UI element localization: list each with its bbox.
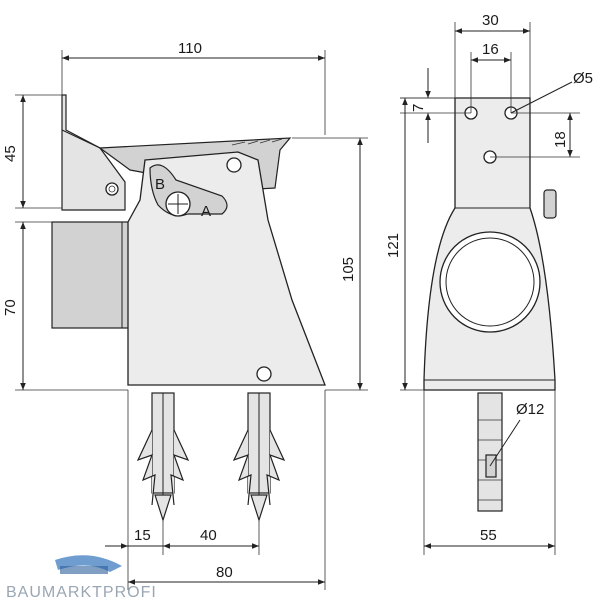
side-view: 30 16 Ø5 7 18 121 Ø12 55 (385, 12, 593, 555)
dim-front-height: 105 (340, 257, 357, 282)
label-a: A (201, 203, 211, 220)
dim-base-width: 80 (216, 564, 233, 581)
dim-side-outer: 30 (482, 12, 499, 29)
side-round-cover (439, 231, 541, 333)
dim-dowel-spacing: 40 (200, 527, 217, 544)
dim-front-upper: 45 (2, 145, 19, 162)
front-view: B A 110 45 70 (2, 40, 368, 590)
side-knob-stub (543, 189, 557, 219)
dim-dowel-offset: 15 (134, 527, 151, 544)
dim-front-lower: 70 (2, 299, 19, 316)
label-b: B (155, 176, 165, 193)
side-dowel (477, 392, 503, 512)
front-upper-hole (226, 157, 242, 173)
brand-name: BAUMARKTPROFI (6, 584, 157, 600)
front-mount-block (51, 221, 133, 329)
front-lower-hole (256, 366, 272, 382)
front-dowel-right (232, 392, 286, 522)
selector-knob: B A (149, 164, 228, 220)
dim-hole-vertical: 18 (552, 131, 569, 148)
dim-front-width: 110 (178, 40, 202, 57)
dim-side-inner: 16 (482, 41, 499, 58)
dim-hole-diameter: Ø5 (573, 70, 593, 87)
dim-dowel-diameter: Ø12 (516, 401, 544, 418)
front-dowel-left (136, 392, 190, 522)
dim-top-offset: 7 (410, 104, 427, 112)
brand-logo: BAUMARKTPROFI (6, 555, 157, 600)
dim-side-height: 121 (385, 233, 402, 258)
front-top-bracket (61, 94, 126, 211)
dim-side-base-width: 55 (480, 527, 497, 544)
